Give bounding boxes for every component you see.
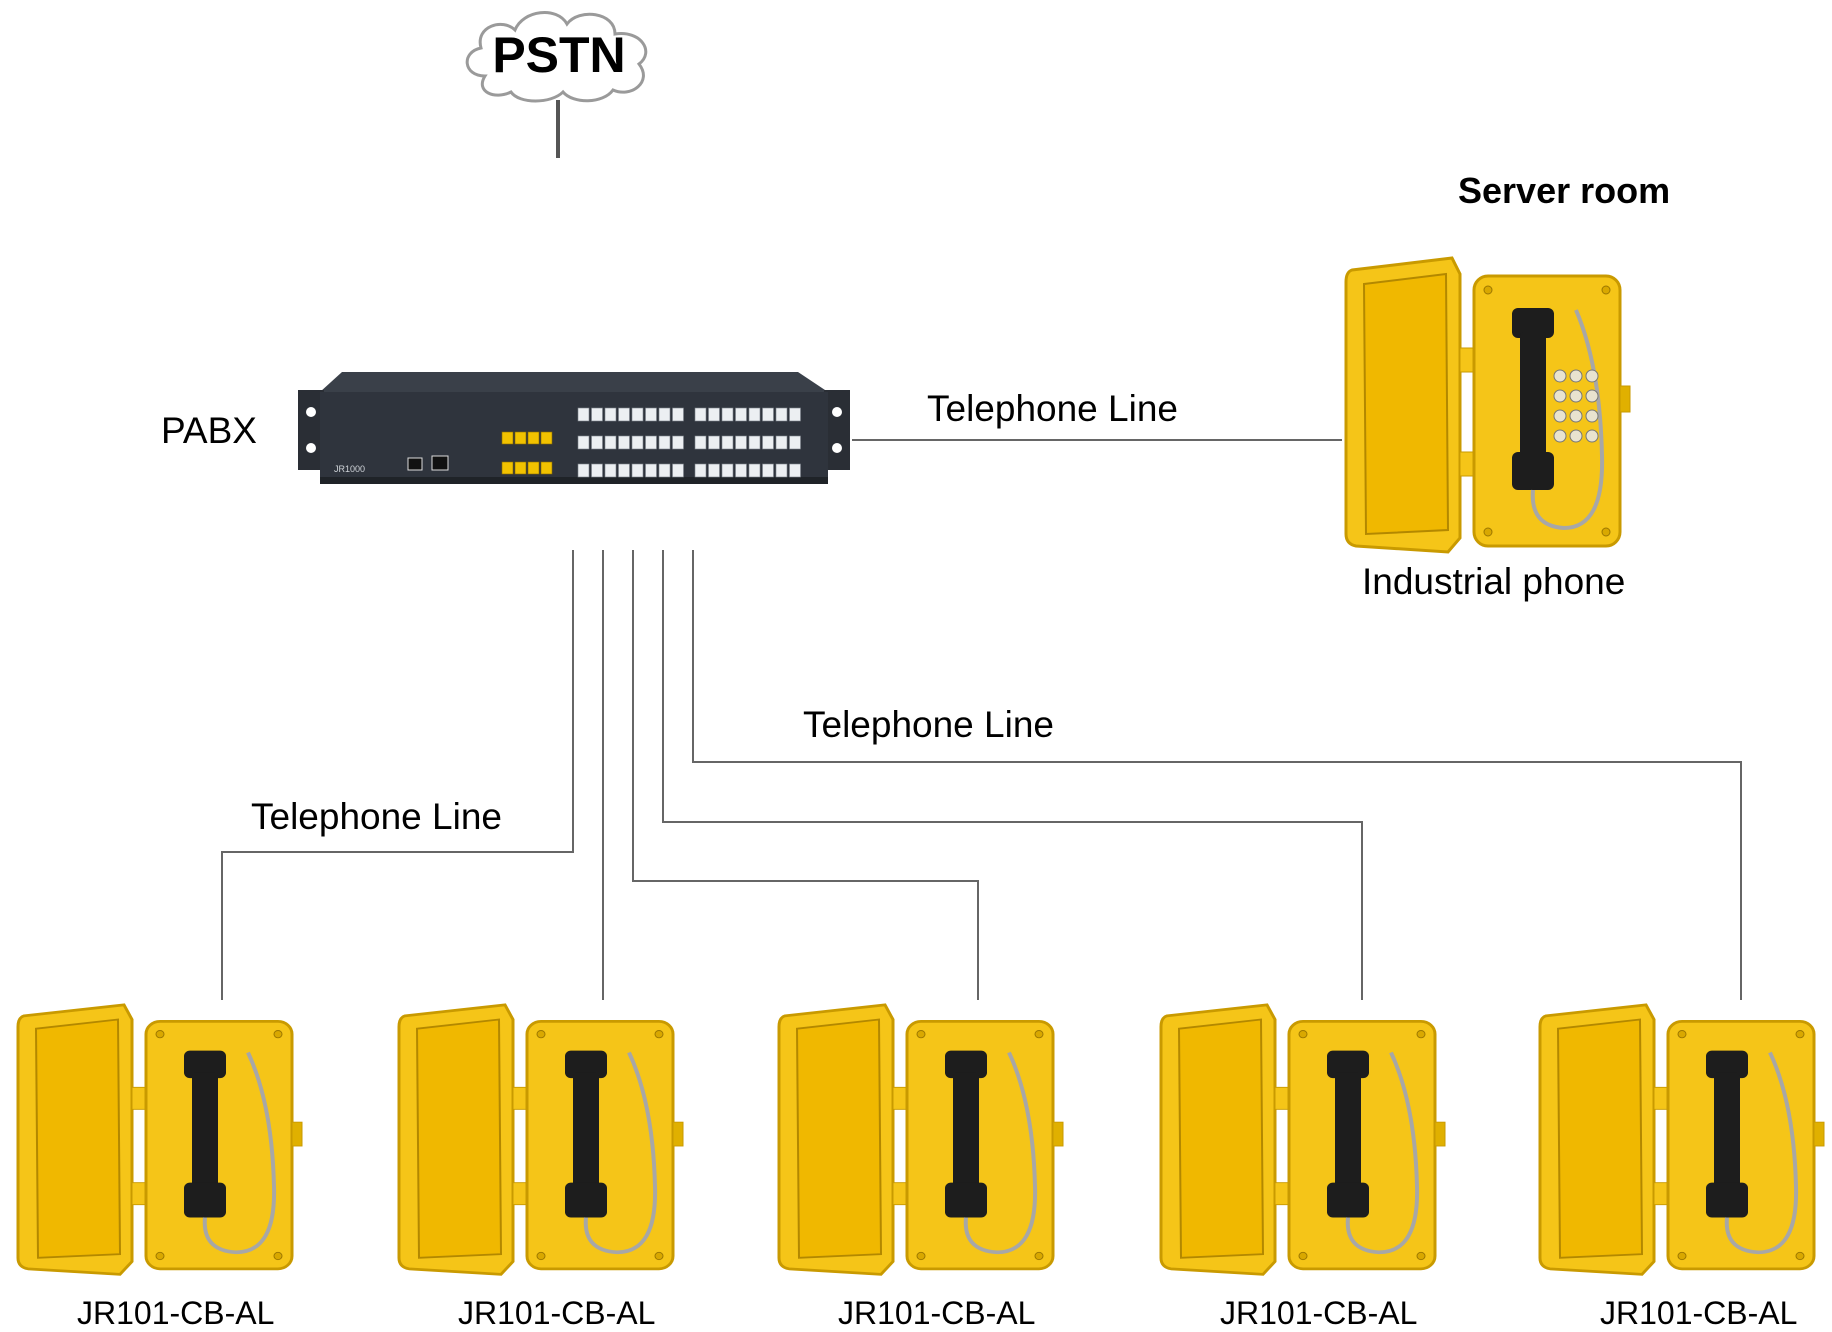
pabx-label: PABX bbox=[161, 410, 257, 451]
pabx-device: JR1000 bbox=[298, 372, 850, 487]
phone-2-label: JR101-CB-AL bbox=[458, 1295, 656, 1331]
line-phone-4 bbox=[662, 550, 1363, 1000]
phone-2 bbox=[395, 1003, 685, 1278]
industrial-phone-icon bbox=[16, 1003, 303, 1276]
industrial-phone-icon bbox=[397, 1003, 684, 1276]
branch-line-label-left: Telephone Line bbox=[251, 796, 502, 837]
industrial-phone-icon bbox=[777, 1003, 1064, 1276]
industrial-phone-icon bbox=[1159, 1003, 1446, 1276]
server-line-label: Telephone Line bbox=[927, 388, 1178, 429]
cloud-icon bbox=[465, 11, 648, 103]
phone-4 bbox=[1157, 1003, 1447, 1278]
line-phone-1 bbox=[221, 550, 574, 1000]
pabx-model-text: JR1000 bbox=[334, 464, 366, 474]
line-phone-5 bbox=[692, 550, 1742, 1000]
pstn-label: PSTN bbox=[492, 27, 626, 83]
line-phone-3 bbox=[632, 550, 979, 1000]
industrial-phone-icon bbox=[1538, 1003, 1825, 1276]
industrial-phone-icon bbox=[1344, 256, 1631, 554]
server-industrial-phone bbox=[1342, 256, 1632, 556]
phone-1-label: JR101-CB-AL bbox=[77, 1295, 275, 1331]
branch-line-label-top: Telephone Line bbox=[803, 704, 1054, 745]
server-room-title: Server room bbox=[1458, 170, 1671, 211]
pstn-cloud: PSTN bbox=[455, 4, 663, 106]
phone-3 bbox=[775, 1003, 1065, 1278]
phone-3-label: JR101-CB-AL bbox=[838, 1295, 1036, 1331]
phone-5-label: JR101-CB-AL bbox=[1600, 1295, 1798, 1331]
phone-5 bbox=[1536, 1003, 1826, 1278]
phone-1 bbox=[14, 1003, 304, 1278]
server-phone-label: Industrial phone bbox=[1362, 561, 1626, 602]
phone-4-label: JR101-CB-AL bbox=[1220, 1295, 1418, 1331]
